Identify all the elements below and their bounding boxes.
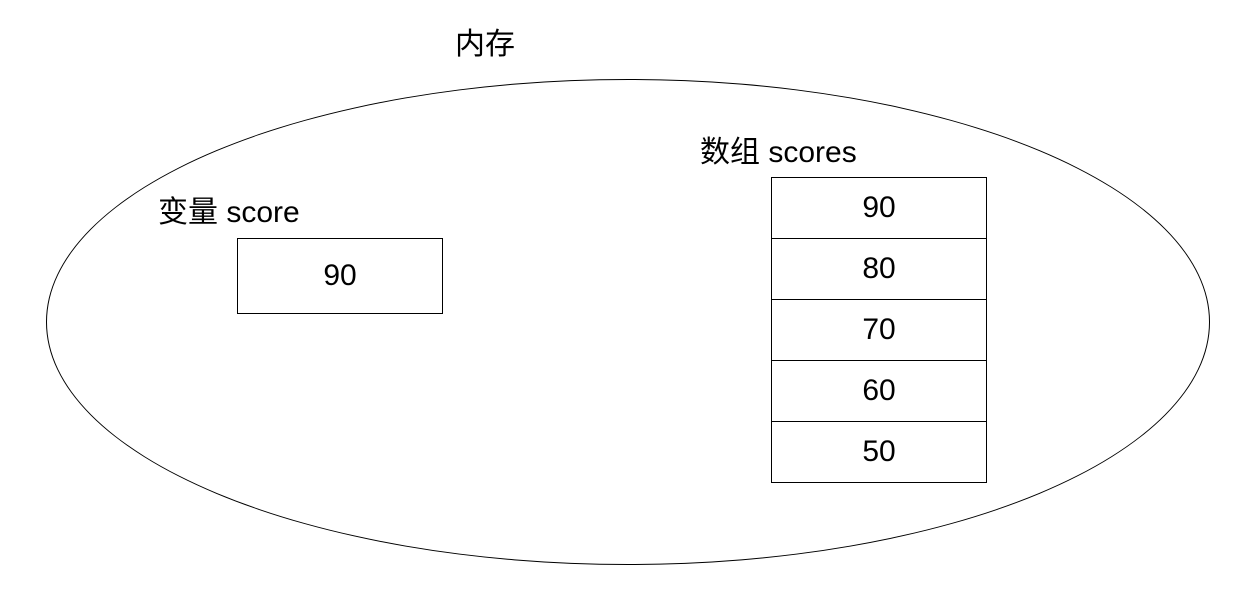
variable-value: 90 [323, 259, 357, 292]
array-cell-value: 60 [862, 374, 896, 407]
diagram-title: 内存 [455, 28, 515, 61]
array-cell: 70 [771, 299, 987, 361]
memory-boundary-ellipse [46, 79, 1210, 565]
array-cell: 80 [771, 238, 987, 300]
array-cell: 60 [771, 360, 987, 422]
array-cell-value: 80 [862, 252, 896, 285]
array-cell-value: 70 [862, 313, 896, 346]
variable-box: 90 [237, 238, 443, 314]
array-box: 90 80 70 60 50 [771, 177, 987, 483]
array-label: 数组 scores [700, 136, 857, 169]
array-cell-value: 90 [862, 191, 896, 224]
array-cell: 50 [771, 421, 987, 483]
variable-label: 变量 score [158, 196, 300, 229]
array-cell: 90 [771, 177, 987, 239]
array-cell-value: 50 [862, 435, 896, 468]
